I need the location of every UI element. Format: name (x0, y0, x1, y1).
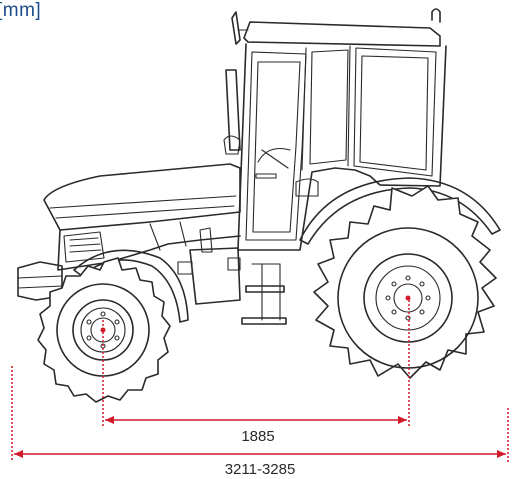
hood (17, 163, 241, 301)
rear-fender (299, 177, 501, 245)
front-fender (73, 249, 189, 323)
unit-label: [mm] (0, 0, 42, 21)
overall-length-dimension: 3211-3285 (11, 366, 509, 478)
overall-length-value: 3211-3285 (225, 461, 296, 478)
front-wheel (37, 257, 171, 403)
rear-wheel (313, 185, 497, 379)
wheelbase-value: 1885 (241, 428, 274, 445)
fuel-tank-and-steps (177, 227, 287, 325)
wheelbase-dimension: 1885 (102, 300, 410, 445)
cab (223, 8, 447, 251)
